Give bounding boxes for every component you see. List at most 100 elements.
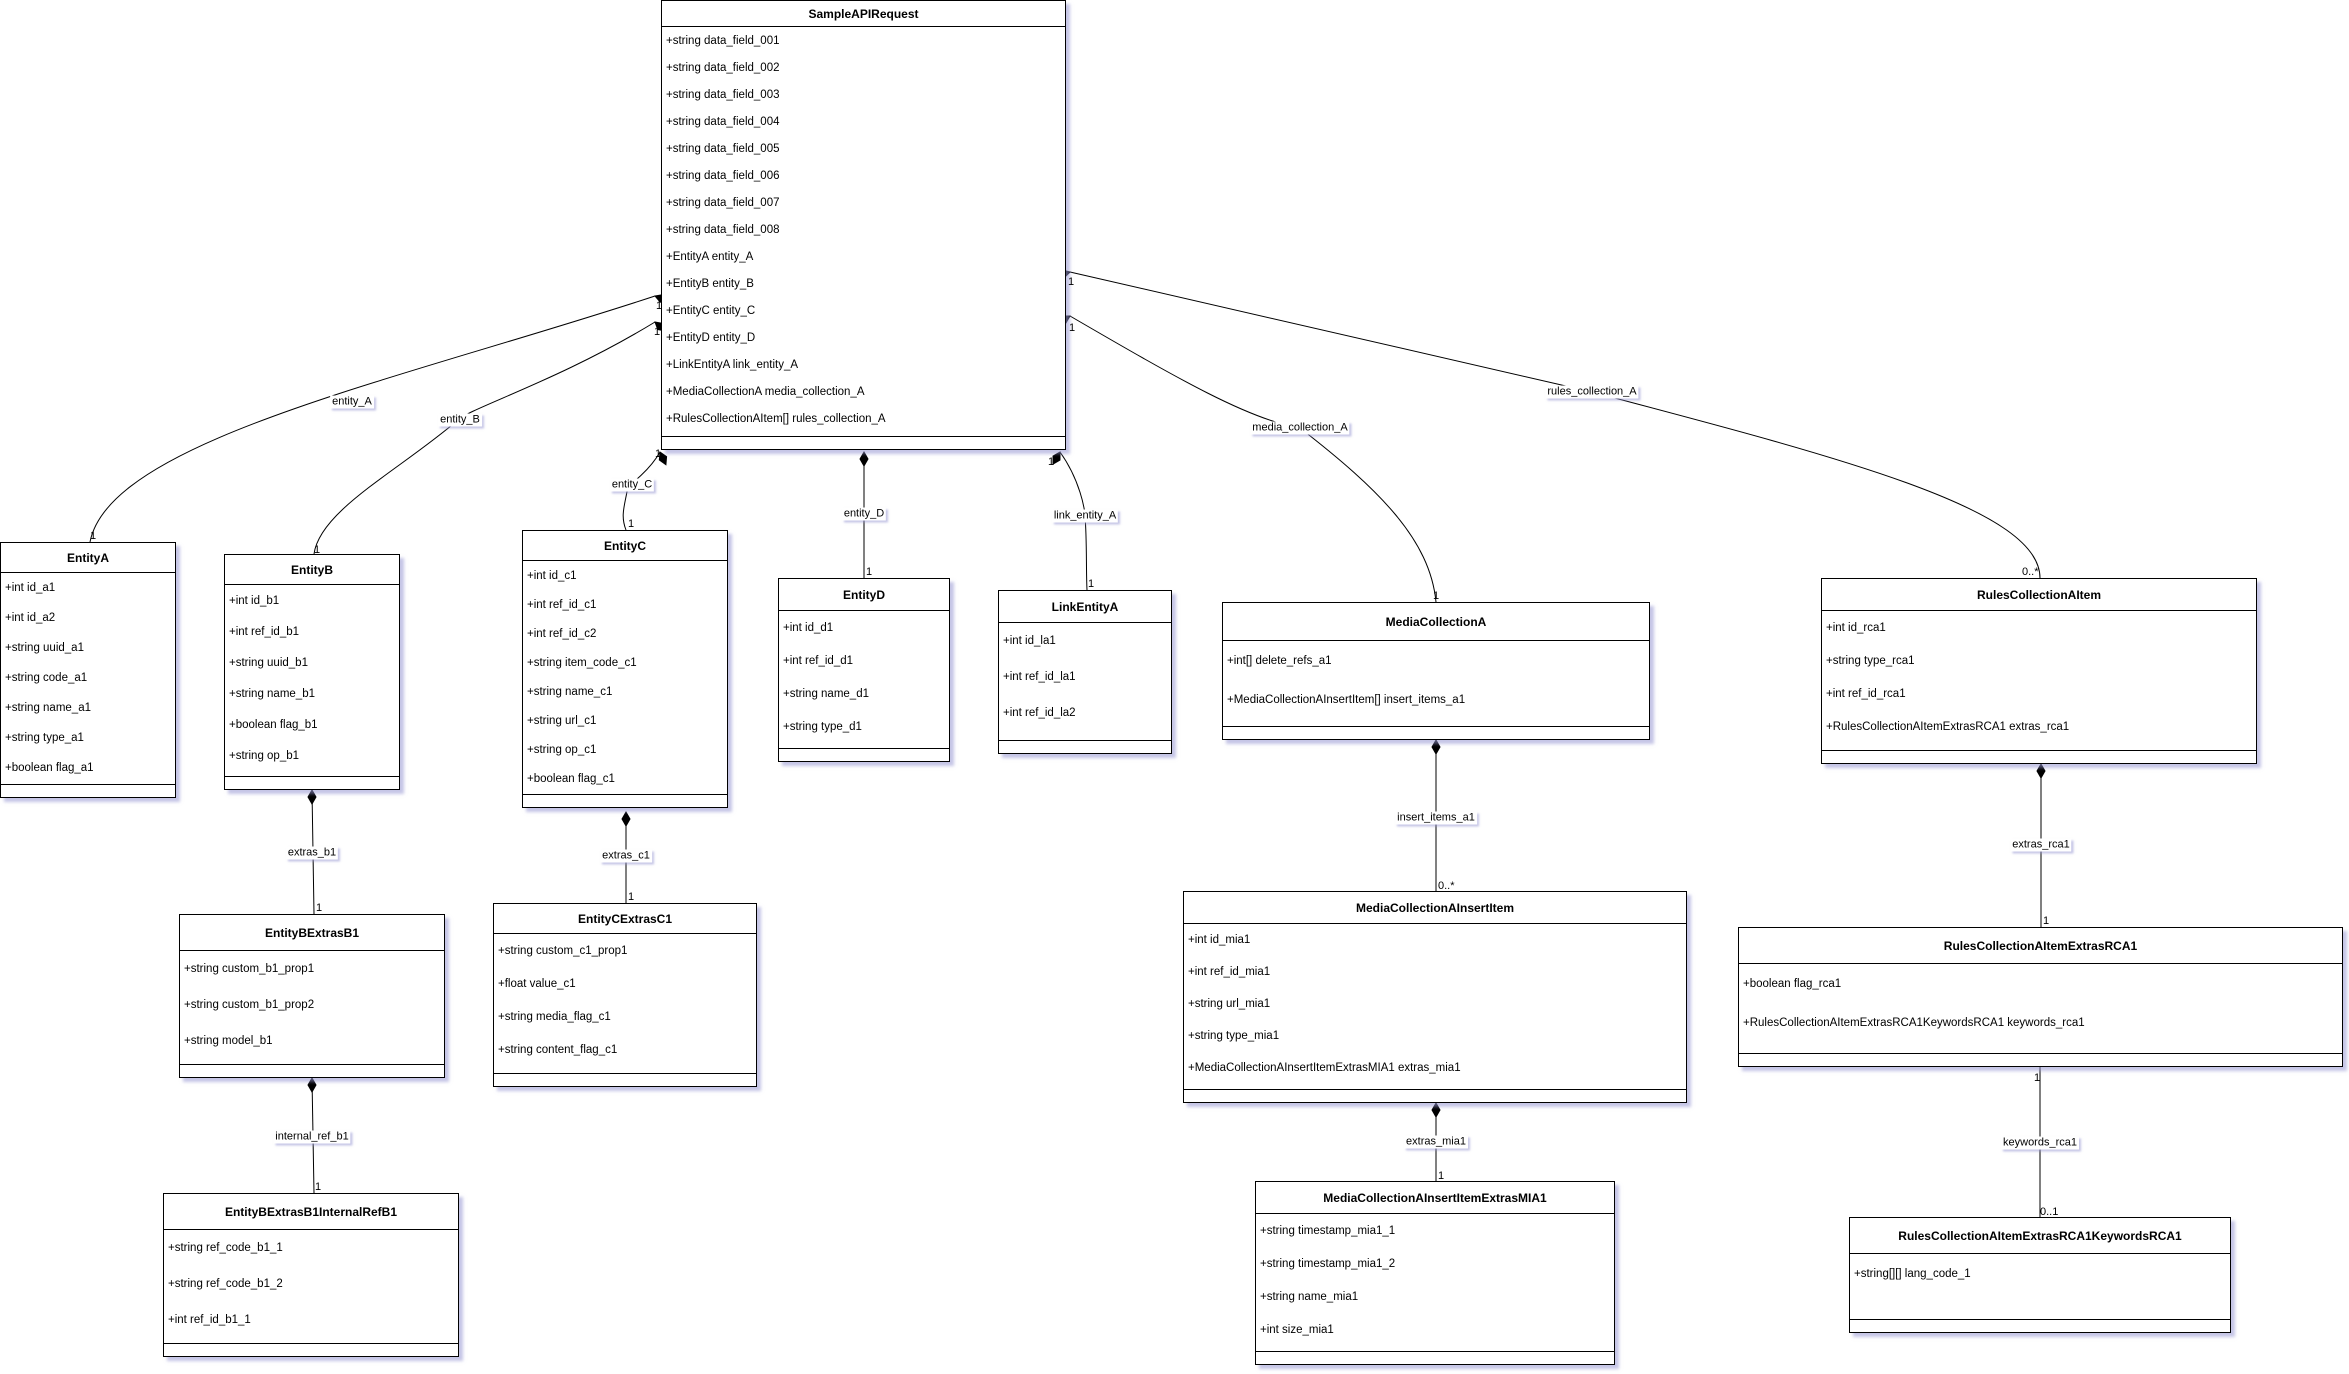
source-multiplicity: 1 bbox=[1068, 276, 1075, 288]
class-attribute: +string data_field_006 bbox=[666, 169, 780, 182]
association-label: media_collection_A bbox=[1250, 421, 1350, 435]
class-attribute: +string url_c1 bbox=[527, 714, 597, 727]
operations-compartment bbox=[180, 1064, 444, 1077]
composition-diamond-icon bbox=[307, 788, 317, 806]
class-attribute: +string name_b1 bbox=[229, 687, 315, 700]
class-attribute: +int id_c1 bbox=[527, 569, 577, 582]
association-label: extras_b1 bbox=[285, 846, 339, 860]
class-attribute: +EntityC entity_C bbox=[666, 304, 756, 317]
class-attribute: +string custom_b1_prop1 bbox=[184, 963, 315, 975]
composition-diamond-icon bbox=[1052, 451, 1061, 465]
class-name: RulesCollectionAItem bbox=[1822, 579, 2256, 611]
source-multiplicity: 1 bbox=[1069, 322, 1076, 334]
class-attribute: +MediaCollectionAInsertItem[] insert_ite… bbox=[1227, 693, 1466, 706]
class-attribute: +int ref_id_b1_1 bbox=[168, 1314, 251, 1326]
association-line-entity-B[interactable] bbox=[313, 321, 656, 555]
class-attribute: +string data_field_005 bbox=[666, 142, 780, 155]
class-mc[interactable]: MediaCollectionA +int[] delete_refs_a1 +Me… bbox=[1222, 602, 1650, 740]
association-label: extras_rca1 bbox=[2010, 838, 2072, 852]
operations-compartment bbox=[523, 794, 727, 807]
operations-compartment bbox=[1739, 1053, 2342, 1066]
class-attribute: +string ref_code_b1_1 bbox=[168, 1242, 283, 1254]
class-mix[interactable]: MediaCollectionAInsertItemExtrasMIA1+str… bbox=[1255, 1181, 1615, 1365]
class-attribute: +string op_b1 bbox=[229, 749, 300, 762]
source-multiplicity: 1 bbox=[1048, 456, 1055, 468]
association-label: entity_C bbox=[609, 478, 655, 492]
class-attribute: +int[] delete_refs_a1 bbox=[1227, 654, 1332, 667]
class-attribute: +string name_c1 bbox=[527, 685, 613, 698]
class-api[interactable]: SampleAPIRequest+string data_field_001+s… bbox=[661, 0, 1066, 450]
class-attribute: +string type_a1 bbox=[5, 732, 84, 744]
class-name: EntityB bbox=[225, 555, 399, 585]
source-multiplicity: 1 bbox=[656, 300, 663, 312]
class-attribute: +int id_b1 bbox=[229, 594, 280, 607]
class-attribute: +RulesCollectionAItemExtrasRCA1 extras_r… bbox=[1826, 720, 2070, 733]
operations-compartment bbox=[1184, 1089, 1686, 1102]
class-name: EntityBExtrasB1 bbox=[180, 915, 444, 951]
class-attribute: +int id_a1 bbox=[5, 582, 56, 594]
composition-diamond-icon bbox=[621, 810, 631, 828]
class-attribute: +string timestamp_mia1_2 bbox=[1260, 1257, 1396, 1270]
class-attribute: +string item_code_c1 bbox=[527, 656, 637, 669]
class-name: MediaCollectionAInsertItem bbox=[1184, 892, 1686, 924]
target-multiplicity: 1 bbox=[1433, 590, 1440, 602]
class-ebi[interactable]: EntityBExtrasB1InternalRefB1+string ref_… bbox=[163, 1193, 459, 1357]
class-attribute: +int ref_id_rca1 bbox=[1826, 687, 1906, 700]
class-rc[interactable]: RulesCollectionAItem+int id_rca1+string … bbox=[1821, 578, 2257, 764]
class-rcx[interactable]: RulesCollectionAItemExtrasRCA1+boolean f… bbox=[1738, 927, 2343, 1067]
class-attribute: +string custom_c1_prop1 bbox=[498, 944, 628, 957]
class-attribute: +string media_flag_c1 bbox=[498, 1010, 611, 1023]
class-rck[interactable]: RulesCollectionAItemExtrasRCA1KeywordsRC… bbox=[1849, 1217, 2231, 1333]
class-mi[interactable]: MediaCollectionAInsertItem+int id_mia1+i… bbox=[1183, 891, 1687, 1103]
class-attribute: +int ref_id_d1 bbox=[783, 654, 854, 667]
class-attribute: +string ref_code_b1_2 bbox=[168, 1278, 283, 1290]
class-attribute: +int id_rca1 bbox=[1826, 621, 1886, 634]
class-attribute: +int id_mia1 bbox=[1188, 934, 1251, 946]
class-name: EntityD bbox=[779, 579, 949, 611]
association-label: extras_mia1 bbox=[1404, 1135, 1468, 1149]
class-attribute: +string type_d1 bbox=[783, 720, 862, 733]
composition-diamond-icon bbox=[307, 1076, 317, 1094]
class-ec[interactable]: EntityC+int id_c1+int ref_id_c1+int ref_… bbox=[522, 530, 728, 808]
class-name: MediaCollectionA bbox=[1223, 603, 1649, 641]
class-attribute: +boolean flag_b1 bbox=[229, 718, 318, 731]
target-multiplicity: 1 bbox=[628, 518, 635, 530]
class-ebx[interactable]: EntityBExtrasB1 +string custom_b1_prop1 +s… bbox=[179, 914, 445, 1078]
target-multiplicity: 1 bbox=[628, 891, 635, 903]
class-ed[interactable]: EntityD+int id_d1+int ref_id_d1+string n… bbox=[778, 578, 950, 762]
association-line-rules-collection-A[interactable] bbox=[1069, 271, 2041, 579]
class-le[interactable]: LinkEntityA+int id_la1+int ref_id_la1+in… bbox=[998, 590, 1172, 754]
operations-compartment bbox=[1, 784, 175, 797]
operations-compartment bbox=[999, 740, 1171, 753]
class-attribute: +EntityD entity_D bbox=[666, 331, 756, 344]
class-attribute: +int id_la1 bbox=[1003, 635, 1056, 647]
class-name: RulesCollectionAItemExtrasRCA1KeywordsRC… bbox=[1850, 1218, 2230, 1254]
class-attribute: +string data_field_008 bbox=[666, 223, 780, 236]
composition-diamond-icon bbox=[2036, 762, 2046, 780]
target-multiplicity: 0..* bbox=[1438, 880, 1455, 892]
class-attribute: +string uuid_b1 bbox=[229, 656, 308, 669]
class-attribute: +MediaCollectionA media_collection_A bbox=[666, 385, 865, 398]
class-attribute: +MediaCollectionAInsertItemExtrasMIA1 ex… bbox=[1188, 1062, 1461, 1074]
class-eb[interactable]: EntityB+int id_b1+int ref_id_b1+string u… bbox=[224, 554, 400, 790]
class-attribute: +string name_mia1 bbox=[1260, 1290, 1359, 1303]
class-name: LinkEntityA bbox=[999, 591, 1171, 623]
source-multiplicity: 1 bbox=[655, 448, 662, 460]
class-attribute: +string data_field_007 bbox=[666, 196, 780, 209]
association-label: internal_ref_b1 bbox=[273, 1130, 351, 1144]
target-multiplicity: 1 bbox=[315, 1181, 322, 1193]
association-line-entity-A[interactable] bbox=[89, 295, 656, 543]
class-name: EntityCExtrasC1 bbox=[494, 904, 756, 934]
association-label: rules_collection_A bbox=[1545, 385, 1639, 399]
class-attribute: +string[][] lang_code_1 bbox=[1854, 1268, 1971, 1280]
class-attribute: +string data_field_001 bbox=[666, 34, 780, 47]
class-attribute: +string model_b1 bbox=[184, 1035, 273, 1047]
association-line-media-collection-A[interactable] bbox=[1069, 315, 1437, 603]
operations-compartment bbox=[1256, 1351, 1614, 1364]
class-attribute: +int ref_id_la1 bbox=[1003, 671, 1076, 683]
class-ea[interactable]: EntityA+int id_a1+int id_a2+string uuid_… bbox=[0, 542, 176, 798]
class-ecx[interactable]: EntityCExtrasC1+string custom_c1_prop1+f… bbox=[493, 903, 757, 1087]
source-multiplicity: 1 bbox=[654, 326, 661, 338]
class-attribute: +string url_mia1 bbox=[1188, 998, 1271, 1010]
class-attribute: +LinkEntityA link_entity_A bbox=[666, 358, 799, 371]
